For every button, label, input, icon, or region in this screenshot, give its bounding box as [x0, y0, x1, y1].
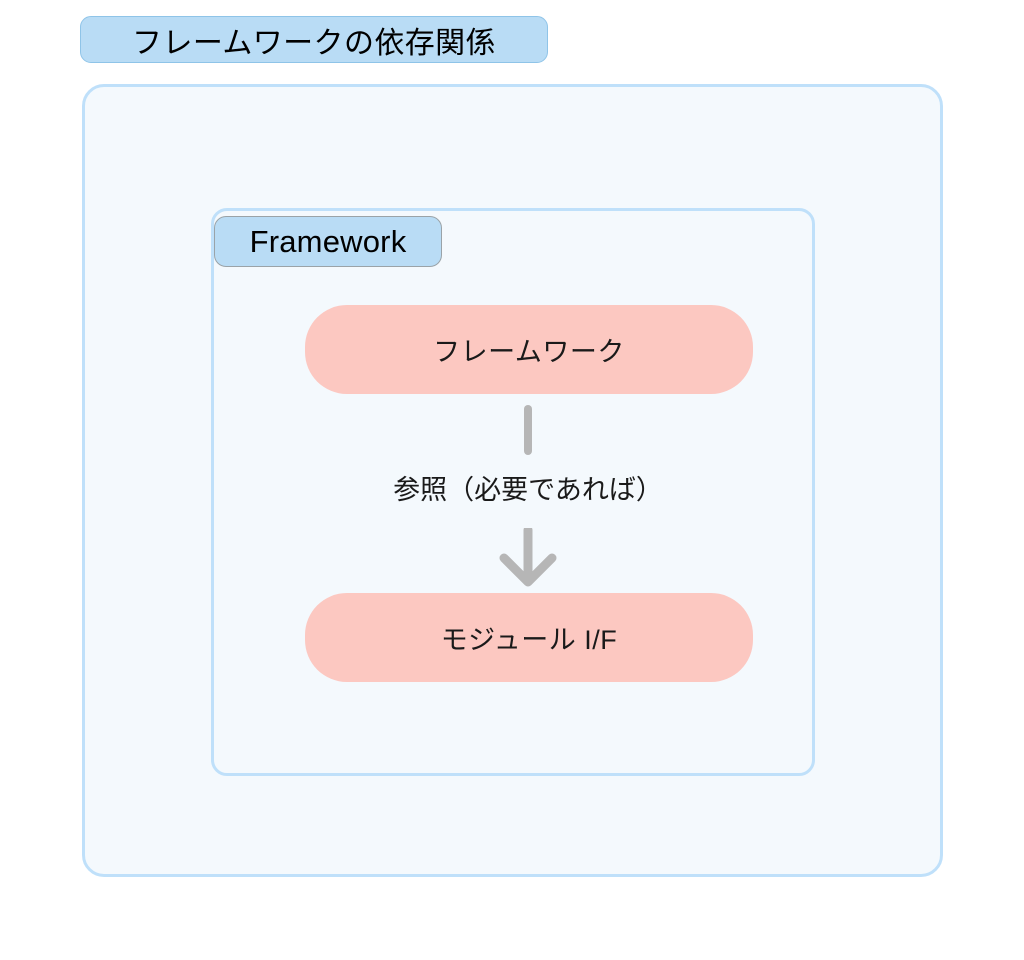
framework-group-title-label: Framework [249, 223, 407, 259]
edge-label: 参照（必要であれば） [393, 475, 663, 505]
edge-line-segment [524, 405, 532, 455]
framework-group-title-chip: Framework [214, 216, 442, 267]
outer-group-title-chip: フレームワークの依存関係 [80, 16, 548, 63]
node-module-interface: モジュール I/F [305, 593, 753, 682]
outer-group-title-label: フレームワークの依存関係 [132, 26, 496, 60]
node-framework-label: フレームワーク [433, 337, 625, 367]
node-module-interface-label: モジュール I/F [440, 625, 618, 655]
node-framework: フレームワーク [305, 305, 753, 394]
framework-group-container [211, 208, 815, 776]
arrow-down-icon [499, 528, 557, 587]
